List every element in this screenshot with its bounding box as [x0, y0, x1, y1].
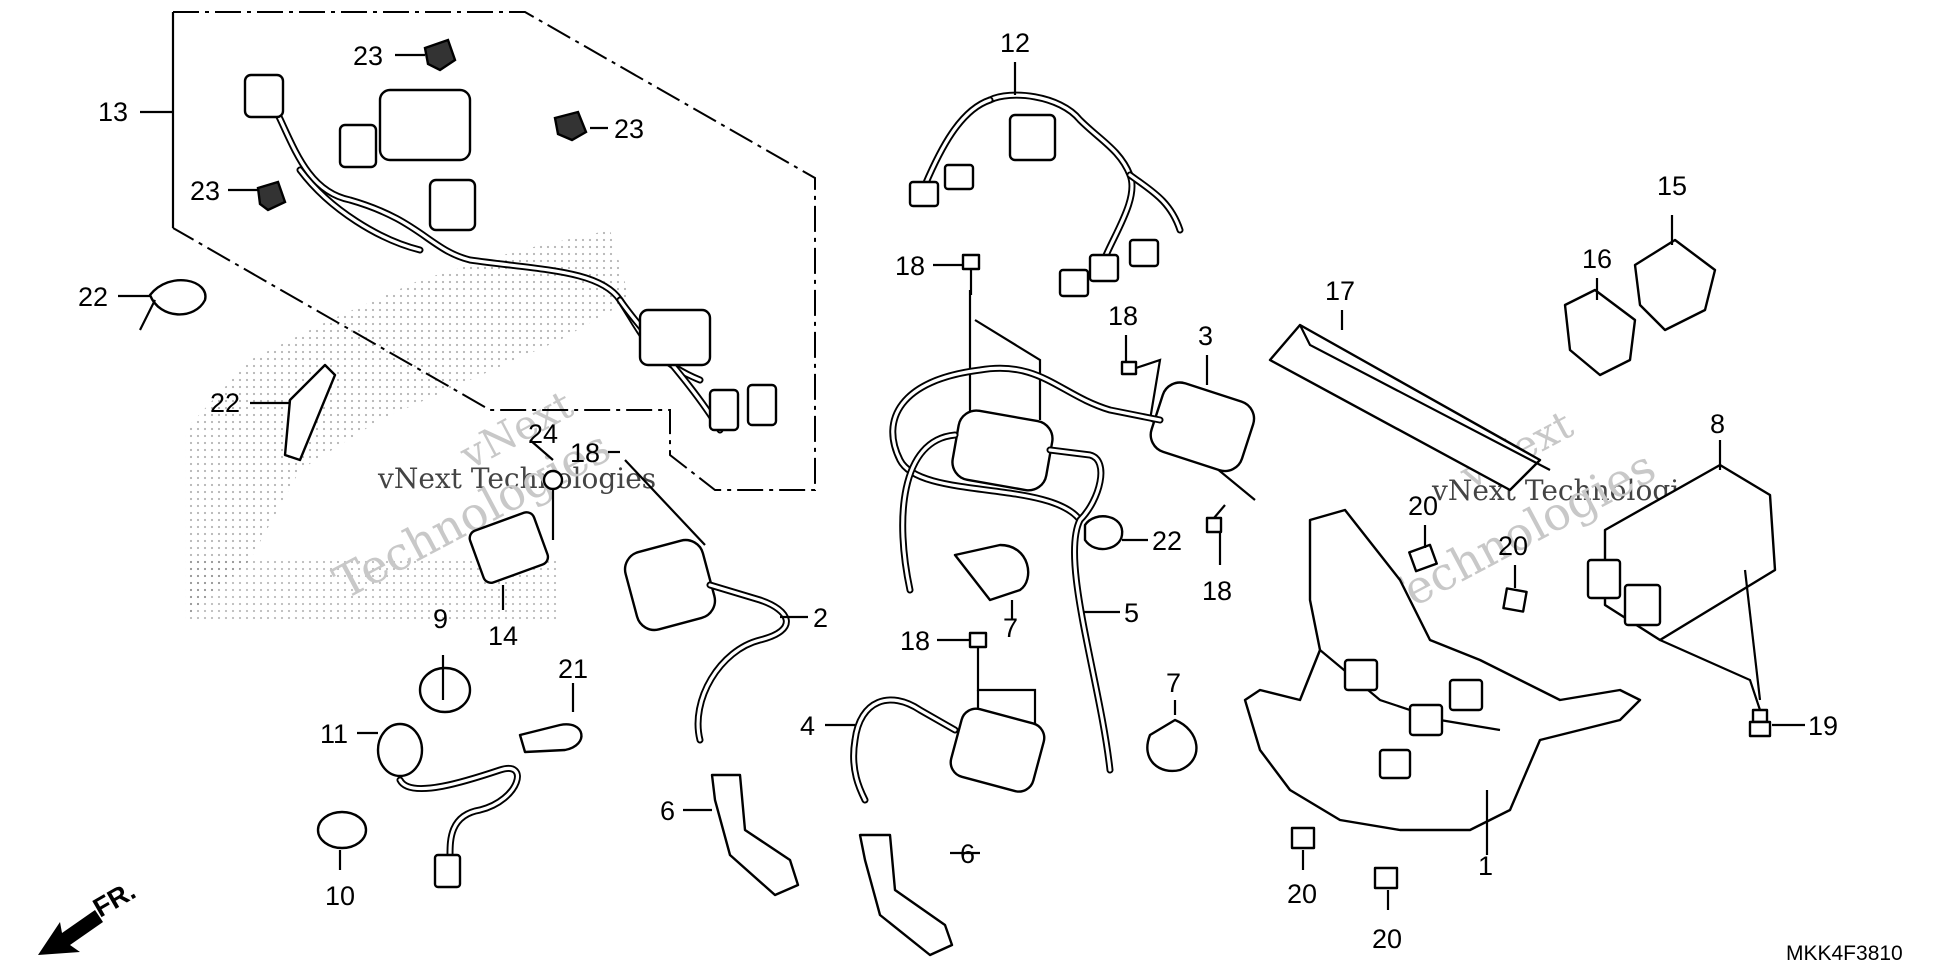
callout-13: 13: [98, 97, 128, 127]
callout-20-bottom-right: 20: [1372, 924, 1402, 954]
callout-11: 11: [320, 719, 348, 749]
callout-17: 17: [1325, 276, 1355, 306]
callout-6-left: 6: [660, 796, 675, 826]
callout-23-left: 23: [190, 176, 220, 206]
watermark-vnext-tech-left: vNext Technologies: [377, 462, 656, 495]
callout-6-right: 6: [960, 839, 975, 869]
callout-20-bottom-left: 20: [1287, 879, 1317, 909]
plug-caps-7: [953, 543, 1198, 773]
parts-15-16: [1563, 238, 1717, 377]
callout-3: 3: [1198, 321, 1213, 351]
ignition-coil-center: [899, 409, 1114, 774]
callout-14: 14: [488, 621, 518, 651]
callout-labels: 13 23 23 23 22 22 24 18 14 9 21 11 10 2 …: [78, 28, 1838, 954]
callout-22-lower: 22: [210, 388, 240, 418]
callout-16: 16: [1582, 244, 1612, 274]
callout-10: 10: [325, 881, 355, 911]
callout-18-right: 18: [1202, 576, 1232, 606]
callout-15: 15: [1657, 171, 1687, 201]
callout-23-top: 23: [353, 41, 383, 71]
diagram-code: MKK4F3810: [1786, 942, 1903, 965]
parts-9-10-11-21: [316, 666, 583, 889]
callout-18-mid: 18: [1108, 301, 1138, 331]
bolt-19: [1748, 708, 1772, 738]
callout-leaders: [118, 53, 1805, 910]
callout-8: 8: [1710, 409, 1725, 439]
callout-7-upper: 7: [1003, 613, 1018, 643]
part-14: [468, 469, 564, 584]
callout-22-upper: 22: [78, 282, 108, 312]
callout-2: 2: [813, 603, 828, 633]
callout-19: 19: [1808, 711, 1838, 741]
ignition-coil-3: [889, 364, 1256, 524]
wire-harness-13: [243, 73, 778, 434]
callout-18-upper: 18: [895, 251, 925, 281]
callout-20-mid: 20: [1498, 531, 1528, 561]
harness-kit-boundary: [171, 11, 816, 491]
ignition-coil-2: [623, 459, 790, 744]
front-direction-indicator: FR.: [38, 875, 141, 955]
callout-20-upper: 20: [1408, 491, 1438, 521]
callout-18-lower: 18: [900, 626, 930, 656]
sub-harness-12: [908, 91, 1184, 298]
callout-9: 9: [433, 604, 448, 634]
background-logo-pattern: [185, 230, 630, 620]
ecu-17: [1268, 323, 1551, 492]
callout-5: 5: [1124, 598, 1139, 628]
clip-parts-23: [256, 38, 588, 212]
bracket-1: [1243, 508, 1642, 832]
callout-4: 4: [800, 711, 815, 741]
callout-1: 1: [1478, 851, 1493, 881]
clip-22-center: [1083, 515, 1124, 551]
callout-21: 21: [558, 654, 588, 684]
callout-18-left: 18: [570, 438, 600, 468]
callout-24: 24: [528, 419, 558, 449]
band-clips-22: [139, 279, 337, 462]
nuts-20: [1290, 543, 1528, 890]
front-arrow-icon: [38, 910, 103, 955]
callout-23-mid: 23: [614, 114, 644, 144]
callout-22-center: 22: [1152, 526, 1182, 556]
callout-7-lower: 7: [1166, 668, 1181, 698]
ignition-coil-4: [850, 696, 1046, 804]
plug-caps-6: [710, 773, 954, 957]
callout-12: 12: [1000, 28, 1030, 58]
